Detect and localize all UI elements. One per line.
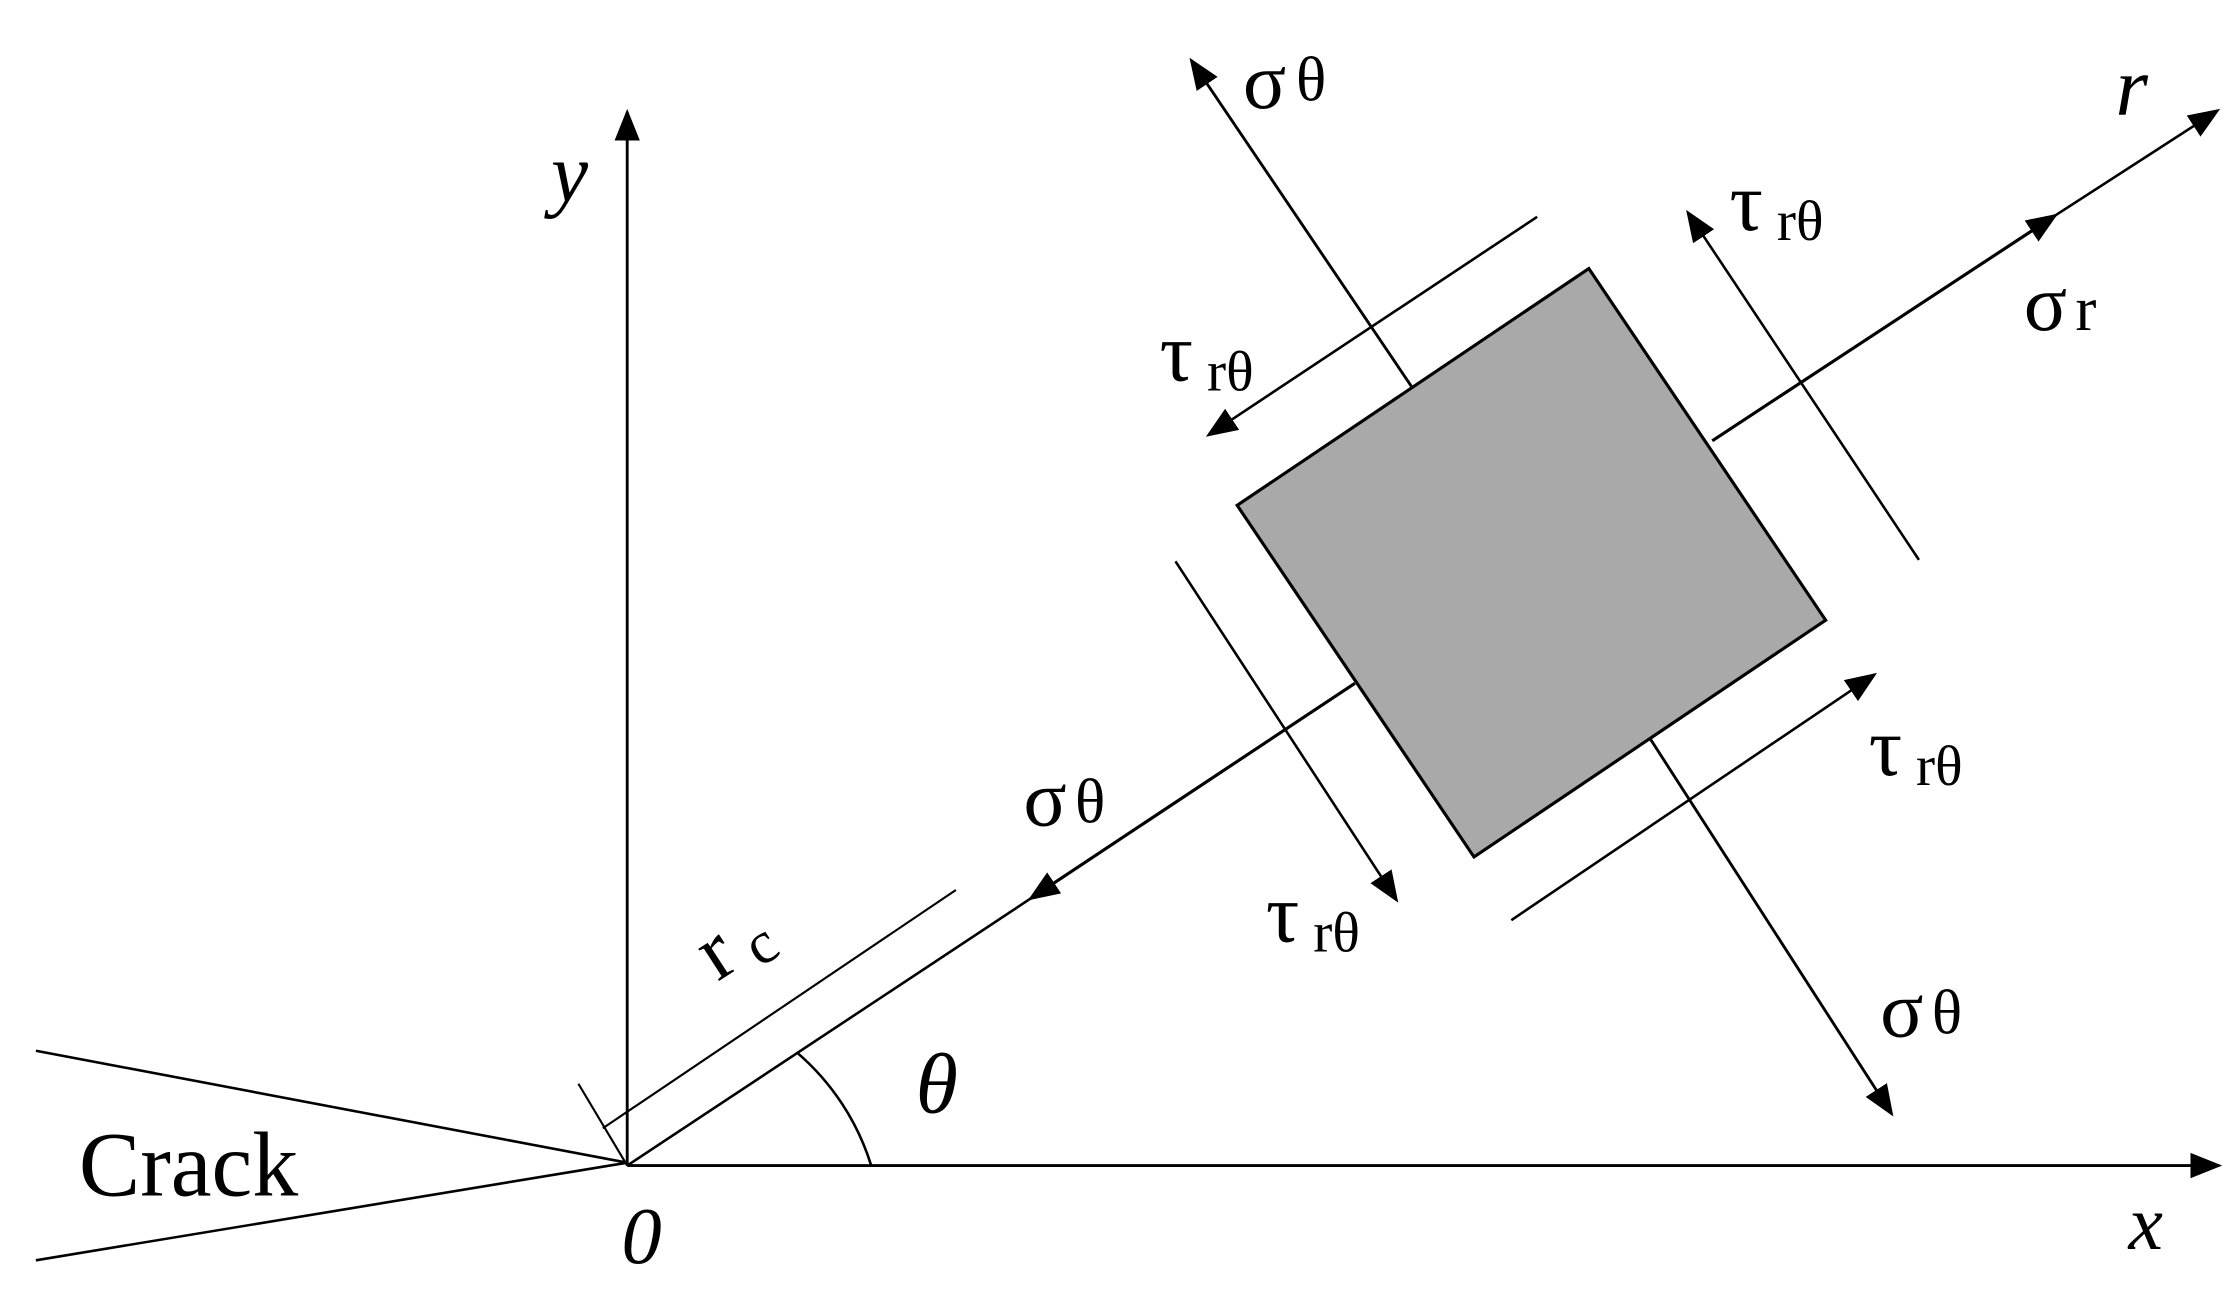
crack-label: Crack bbox=[79, 1114, 298, 1216]
tau-top-arrow bbox=[1205, 215, 1538, 437]
tau-left-label: τ rθ bbox=[1266, 869, 1360, 965]
tau-symbol: τ bbox=[1160, 307, 1193, 399]
r-theta-subscript: rθ bbox=[1313, 902, 1360, 965]
tau-symbol: τ bbox=[1869, 702, 1902, 794]
sigma-r-label: σ r bbox=[2024, 259, 2097, 348]
r-axis bbox=[2054, 108, 2221, 217]
r-c-dimension-line bbox=[602, 889, 957, 1130]
crack-upper-face bbox=[35, 1049, 628, 1164]
tau-bottom-label: τ rθ bbox=[1869, 702, 1963, 798]
theta-subscript: θ bbox=[1296, 45, 1326, 115]
tau-right-arrow bbox=[1686, 209, 1921, 561]
sigma-theta-top-arrow bbox=[1189, 57, 1414, 389]
sigma-symbol: σ bbox=[1880, 965, 1923, 1054]
tau-left-arrow bbox=[1174, 560, 1399, 903]
stress-element bbox=[1234, 266, 1828, 860]
sigma-r-arrow bbox=[1711, 213, 2058, 443]
tau-top-label: τ rθ bbox=[1160, 307, 1254, 403]
sigma-theta-left-label: σ θ bbox=[1023, 754, 1105, 843]
tau-symbol: τ bbox=[1266, 869, 1299, 961]
theta-label: θ bbox=[916, 1035, 958, 1131]
theta-subscript: θ bbox=[1075, 767, 1105, 837]
theta-arc bbox=[795, 1051, 873, 1166]
y-axis-label: y bbox=[544, 128, 588, 220]
sigma-theta-left-arrow bbox=[1027, 682, 1356, 901]
r-axis-label: r bbox=[2116, 42, 2149, 134]
crack-lower-face bbox=[35, 1161, 628, 1262]
r-theta-subscript: rθ bbox=[1207, 341, 1254, 404]
r-theta-subscript: rθ bbox=[1777, 190, 1824, 253]
tau-symbol: τ bbox=[1729, 157, 1762, 249]
sigma-symbol: σ bbox=[1023, 754, 1066, 843]
crack bbox=[35, 1049, 628, 1262]
sigma-theta-bottom-arrow bbox=[1649, 738, 1894, 1117]
sigma-theta-top-label: σ θ bbox=[1243, 37, 1326, 126]
r-c-label: r c bbox=[678, 906, 790, 998]
sigma-symbol: σ bbox=[1243, 37, 1286, 126]
origin-label: 0 bbox=[621, 1192, 661, 1281]
sigma-theta-bottom-label: σ θ bbox=[1880, 965, 1962, 1054]
theta-subscript: θ bbox=[1932, 978, 1962, 1048]
r-theta-subscript: rθ bbox=[1916, 735, 1963, 798]
r-c-dimension-tick bbox=[577, 1083, 629, 1167]
tau-right-label: τ rθ bbox=[1729, 157, 1823, 253]
r-subscript: r bbox=[2075, 274, 2096, 344]
tau-bottom-arrow bbox=[1510, 672, 1878, 922]
x-axis-label: x bbox=[2127, 1180, 2162, 1266]
sigma-symbol: σ bbox=[2024, 259, 2067, 348]
r-axis-inner-segment bbox=[626, 897, 1032, 1167]
